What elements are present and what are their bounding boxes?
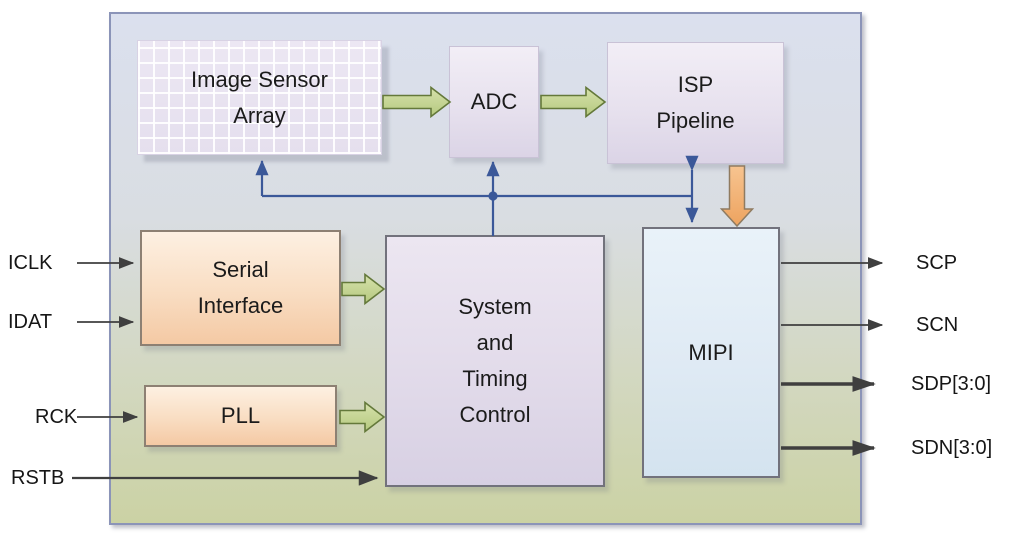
block-adc: ADC	[449, 46, 539, 158]
block-serial-interface-label: Serial Interface	[197, 257, 284, 318]
block-pll: PLL	[144, 385, 337, 447]
block-system-timing-control: System and Timing Control	[385, 235, 605, 487]
block-image-sensor-array-label: Image Sensor Array	[191, 66, 328, 128]
block-mipi: MIPI	[642, 227, 780, 478]
block-mipi-label: MIPI	[688, 339, 734, 365]
block-system-timing-control-label: System and Timing Control	[458, 294, 532, 427]
output-label-scn: SCN	[916, 313, 959, 336]
block-adc-label: ADC	[470, 89, 518, 114]
block-serial-interface: Serial Interface	[140, 230, 341, 346]
block-image-sensor-array: Image Sensor Array	[137, 40, 382, 155]
block-isp-pipeline-label: ISP Pipeline	[656, 72, 735, 133]
input-label-iclk: ICLK	[8, 251, 53, 274]
block-pll-label: PLL	[220, 403, 261, 428]
output-label-sdn-bus: SDN[3:0]	[911, 436, 993, 459]
output-label-sdp-bus: SDP[3:0]	[911, 372, 992, 395]
input-label-rck: RCK	[35, 405, 78, 428]
block-isp-pipeline: ISP Pipeline	[607, 42, 784, 164]
input-label-rstb: RSTB	[11, 466, 65, 489]
output-label-scp: SCP	[916, 251, 958, 274]
input-label-idat: IDAT	[8, 310, 53, 333]
